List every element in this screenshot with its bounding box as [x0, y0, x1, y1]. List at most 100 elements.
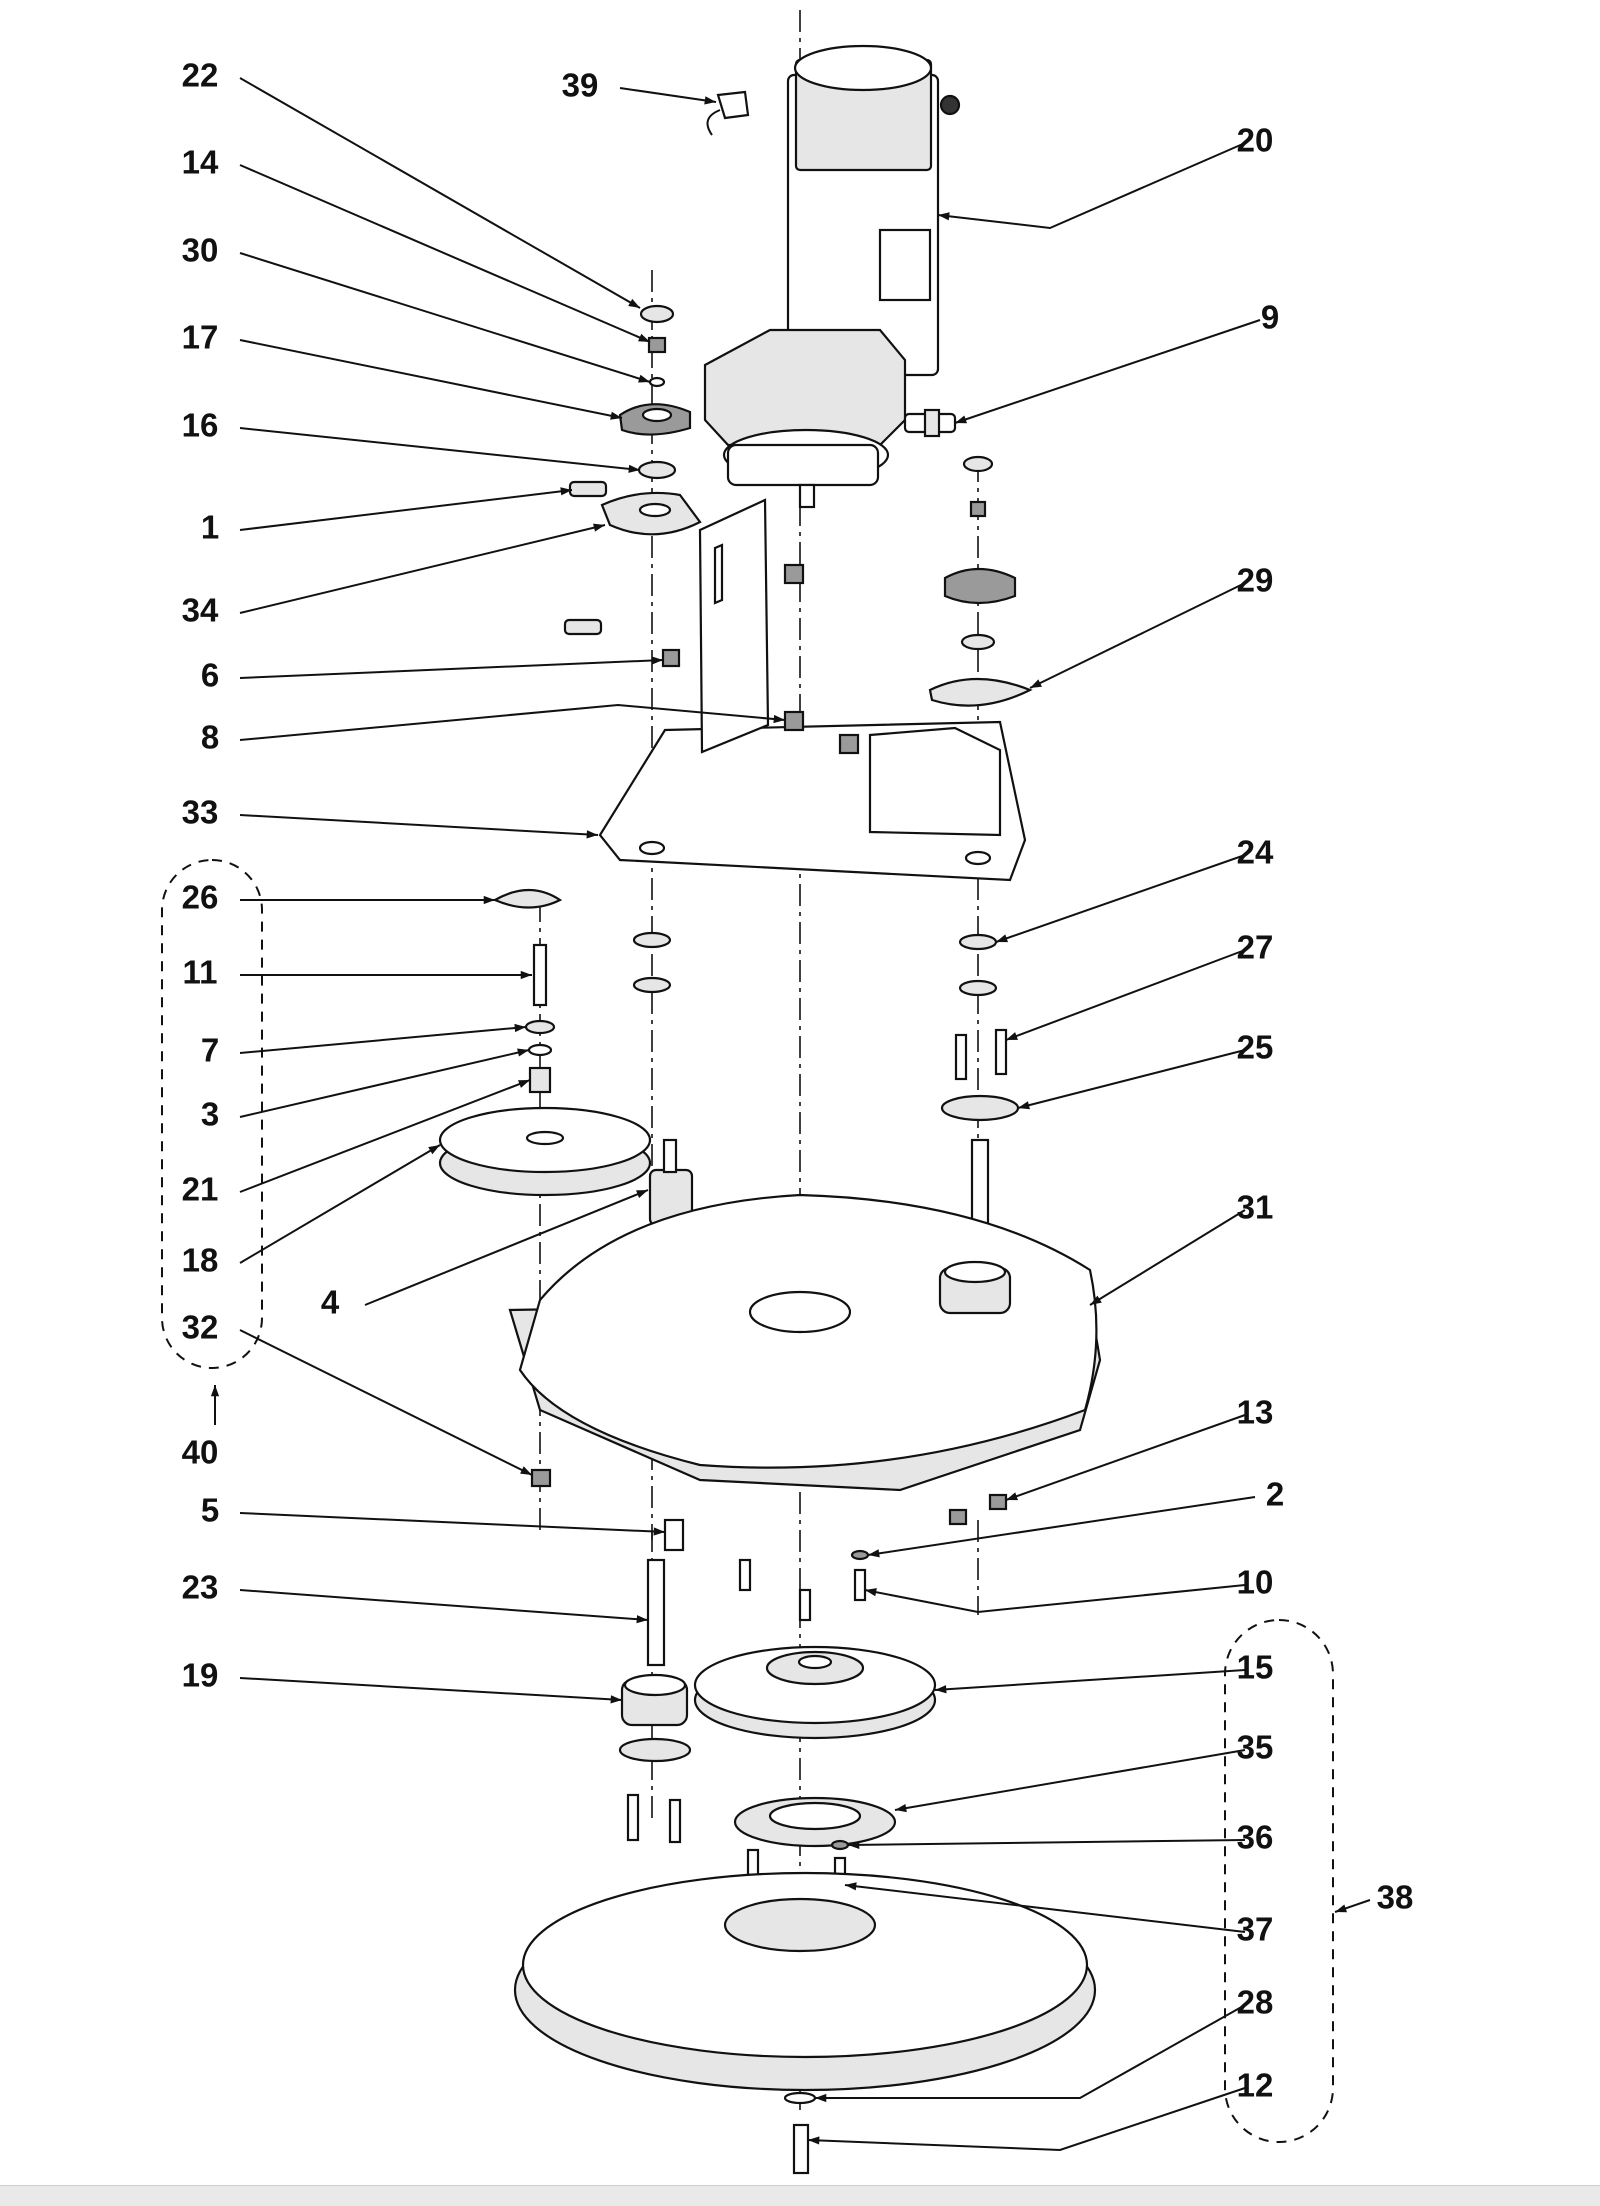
leader-arrow-36 — [848, 1840, 860, 1849]
nut-6 — [661, 648, 681, 668]
leader-39 — [619, 87, 717, 103]
callout-40: 40 — [182, 1434, 219, 1471]
pad-driver — [513, 1871, 1097, 2175]
gearbox-housing — [703, 328, 907, 447]
plate-25 — [940, 1094, 1020, 1122]
cap-22 — [639, 304, 675, 324]
leader-arrow-33 — [586, 830, 598, 839]
plate-34-hole — [638, 502, 672, 518]
leader-arrow-5 — [653, 1527, 665, 1536]
tag-body — [716, 90, 750, 120]
leader-10 — [864, 1584, 1246, 1614]
washer-16 — [637, 460, 677, 480]
washer-30 — [648, 376, 666, 388]
leader-18 — [239, 1144, 441, 1264]
leader-arrow-23 — [636, 1615, 648, 1624]
leader-arrow-11 — [520, 970, 532, 980]
callout-37: 37 — [1237, 1911, 1274, 1948]
leader-arrow-16 — [628, 464, 640, 473]
callout-26: 26 — [182, 879, 219, 916]
leader-33 — [239, 814, 599, 836]
bolt-10c — [853, 1568, 867, 1602]
callout-5: 5 — [201, 1492, 219, 1529]
leader-arrow-2 — [868, 1549, 880, 1558]
wheel-18-hub — [525, 1130, 565, 1146]
nut-32 — [530, 1468, 552, 1488]
callout-15: 15 — [1237, 1649, 1274, 1686]
leader-arrow-27 — [1006, 1032, 1018, 1040]
callout-12: 12 — [1237, 2067, 1274, 2104]
leader-arrow-21 — [518, 1080, 530, 1088]
leader-arrow-7 — [514, 1023, 526, 1033]
leader-7 — [239, 1026, 527, 1054]
bolt-5 — [663, 1518, 685, 1552]
bracket-nut-b — [783, 710, 805, 732]
leader-24 — [995, 854, 1246, 943]
leader-37 — [844, 1884, 1246, 1933]
callout-27: 27 — [1237, 929, 1274, 966]
callout-22: 22 — [182, 57, 219, 94]
callout-39: 39 — [562, 67, 599, 104]
callout-14: 14 — [182, 144, 219, 181]
leader-arrow-14 — [638, 333, 650, 342]
bracket-nut-a — [783, 563, 805, 585]
leader-15 — [934, 1669, 1246, 1691]
callout-24: 24 — [1237, 834, 1274, 871]
motor — [703, 44, 961, 509]
leader-arrow-24 — [996, 934, 1008, 943]
pad-driver-top — [521, 1871, 1089, 2059]
bracket-hole-left — [638, 840, 666, 856]
nut-14 — [647, 336, 667, 354]
leader-arrow-1 — [560, 487, 572, 496]
leader-14 — [239, 164, 651, 343]
leader-arrow-8 — [773, 714, 785, 724]
callout-30: 30 — [182, 232, 219, 269]
callout-38: 38 — [1377, 1879, 1414, 1916]
leader-3 — [239, 1049, 530, 1118]
leader-arrow-40 — [210, 1385, 220, 1397]
bolt-loose — [563, 618, 603, 636]
leader-arrow-3 — [517, 1048, 529, 1057]
callout-19: 19 — [182, 1657, 219, 1694]
leader-35 — [894, 1749, 1246, 1811]
leader-arrow-31 — [1090, 1295, 1102, 1305]
leader-23 — [239, 1589, 649, 1621]
callout-2: 2 — [1266, 1476, 1284, 1513]
washer-3 — [527, 1043, 553, 1057]
leader-arrow-26 — [483, 895, 495, 905]
leader-2 — [867, 1496, 1256, 1556]
callout-17: 17 — [182, 319, 219, 356]
leader-arrow-4 — [636, 1190, 648, 1199]
callout-31: 31 — [1237, 1189, 1274, 1226]
right-washer — [960, 633, 996, 651]
leader-21 — [239, 1079, 531, 1193]
bolt-10b — [798, 1588, 812, 1622]
motor-label-plate — [878, 228, 932, 302]
callout-29: 29 — [1237, 562, 1274, 599]
leader-arrow-15 — [935, 1685, 947, 1694]
leader-arrow-34 — [593, 523, 605, 532]
washer-7 — [524, 1019, 556, 1035]
leader-19 — [239, 1677, 623, 1701]
drive-hub — [693, 1645, 937, 1740]
leader-22 — [239, 77, 641, 309]
cam-17-hole — [641, 407, 673, 423]
washer-28 — [783, 2091, 817, 2105]
bolt-11 — [532, 943, 548, 1007]
leader-arrow-13 — [1006, 1492, 1018, 1501]
bolt-27b — [994, 1028, 1008, 1076]
leader-arrow-25 — [1018, 1101, 1030, 1110]
leader-20 — [937, 142, 1246, 230]
bearing-19-top — [623, 1673, 687, 1697]
callout-18: 18 — [182, 1242, 219, 1279]
callout-21: 21 — [182, 1171, 219, 1208]
bolt-27a — [954, 1033, 968, 1081]
retainer-35-bore — [768, 1801, 862, 1831]
leader-32 — [239, 1329, 533, 1476]
bracket-slot — [713, 543, 724, 605]
callout-33: 33 — [182, 794, 219, 831]
bolt-10a — [738, 1558, 752, 1592]
fitting-nut — [923, 408, 941, 438]
shaft-23 — [646, 1558, 666, 1667]
